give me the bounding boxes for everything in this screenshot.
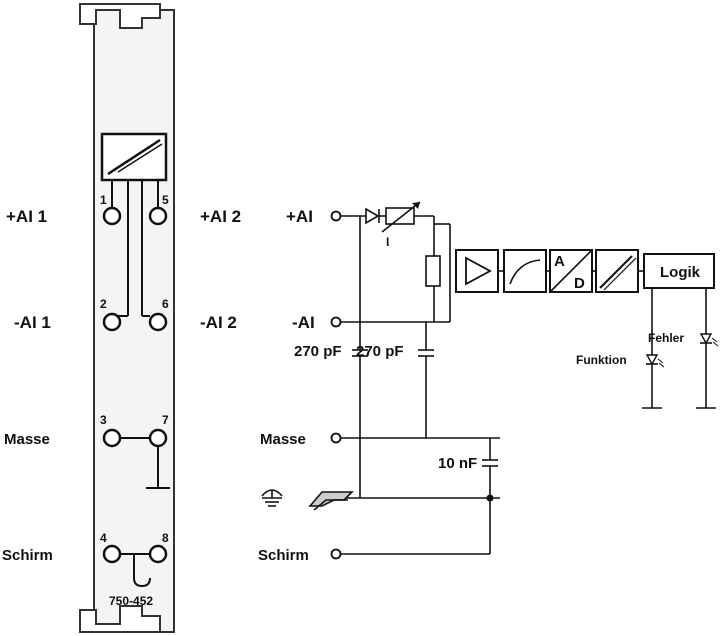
terminal-numbers: 1 2 3 4 5 6 7 8 — [100, 193, 169, 545]
input-terminal-schirm — [330, 548, 342, 560]
terminal-1[interactable] — [102, 206, 122, 226]
terminal-8[interactable] — [148, 544, 168, 564]
led-outputs — [642, 288, 719, 409]
module-converter-icon — [100, 132, 168, 182]
capacitor-c1-label: 270 pF — [294, 343, 342, 360]
signal-chain: A D Logik — [455, 249, 715, 293]
filter-block — [503, 249, 547, 293]
terminal-number-5: 5 — [162, 193, 169, 207]
terminal-number-8: 8 — [162, 531, 169, 545]
label-schirm-left: Schirm — [2, 547, 53, 564]
function-led-icon — [645, 354, 659, 366]
error-led-label: Fehler — [648, 331, 684, 345]
terminal-number-2: 2 — [100, 297, 107, 311]
terminal-2[interactable] — [102, 312, 122, 332]
capacitor-c2 — [418, 322, 434, 438]
label-ai2-plus: +AI 2 — [200, 207, 241, 226]
adc-label-a: A — [554, 253, 565, 270]
terminal-number-3: 3 — [100, 413, 107, 427]
terminal-3[interactable] — [102, 428, 122, 448]
error-led-icon — [699, 333, 713, 345]
terminal-4[interactable] — [102, 544, 122, 564]
din-rail-icon — [308, 491, 354, 511]
function-led-label: Funktion — [576, 353, 627, 367]
terminal-5[interactable] — [148, 206, 168, 226]
schematic-label-schirm: Schirm — [258, 547, 309, 564]
input-terminal-ai-plus — [330, 210, 342, 222]
logic-block — [643, 253, 715, 289]
terminal-number-6: 6 — [162, 297, 169, 311]
schematic-label-masse: Masse — [260, 431, 306, 448]
terminal-7[interactable] — [148, 428, 168, 448]
current-source-label: I — [386, 235, 389, 249]
label-ai1-minus: -AI 1 — [14, 313, 51, 332]
capacitor-c1 — [352, 216, 368, 498]
logic-label: Logik — [660, 264, 701, 281]
label-masse-left: Masse — [4, 431, 50, 448]
terminal-number-4: 4 — [100, 531, 107, 545]
module-part-number: 750-452 — [109, 594, 153, 608]
terminal-6[interactable] — [148, 312, 168, 332]
module-terminals — [102, 206, 168, 564]
input-terminal-masse — [330, 432, 342, 444]
capacitor-c2-label: 270 pF — [356, 343, 404, 360]
schematic-label-ai-minus: -AI — [292, 313, 315, 332]
shunt-resistor — [425, 255, 441, 322]
terminal-number-1: 1 — [100, 193, 107, 207]
input-terminal-ai-minus — [330, 316, 342, 328]
capacitor-c3 — [482, 438, 498, 554]
earth-ground-icon — [261, 489, 283, 507]
capacitor-c3-label: 10 nF — [438, 455, 477, 472]
label-ai1-plus: +AI 1 — [6, 207, 47, 226]
adc-label-d: D — [574, 275, 585, 292]
junction-dot — [486, 494, 494, 502]
schematic-label-ai-plus: +AI — [286, 207, 313, 226]
ai-plus-path: I — [341, 201, 435, 262]
module-internal-wiring — [111, 180, 170, 588]
terminal-number-7: 7 — [162, 413, 169, 427]
label-ai2-minus: -AI 2 — [200, 313, 237, 332]
